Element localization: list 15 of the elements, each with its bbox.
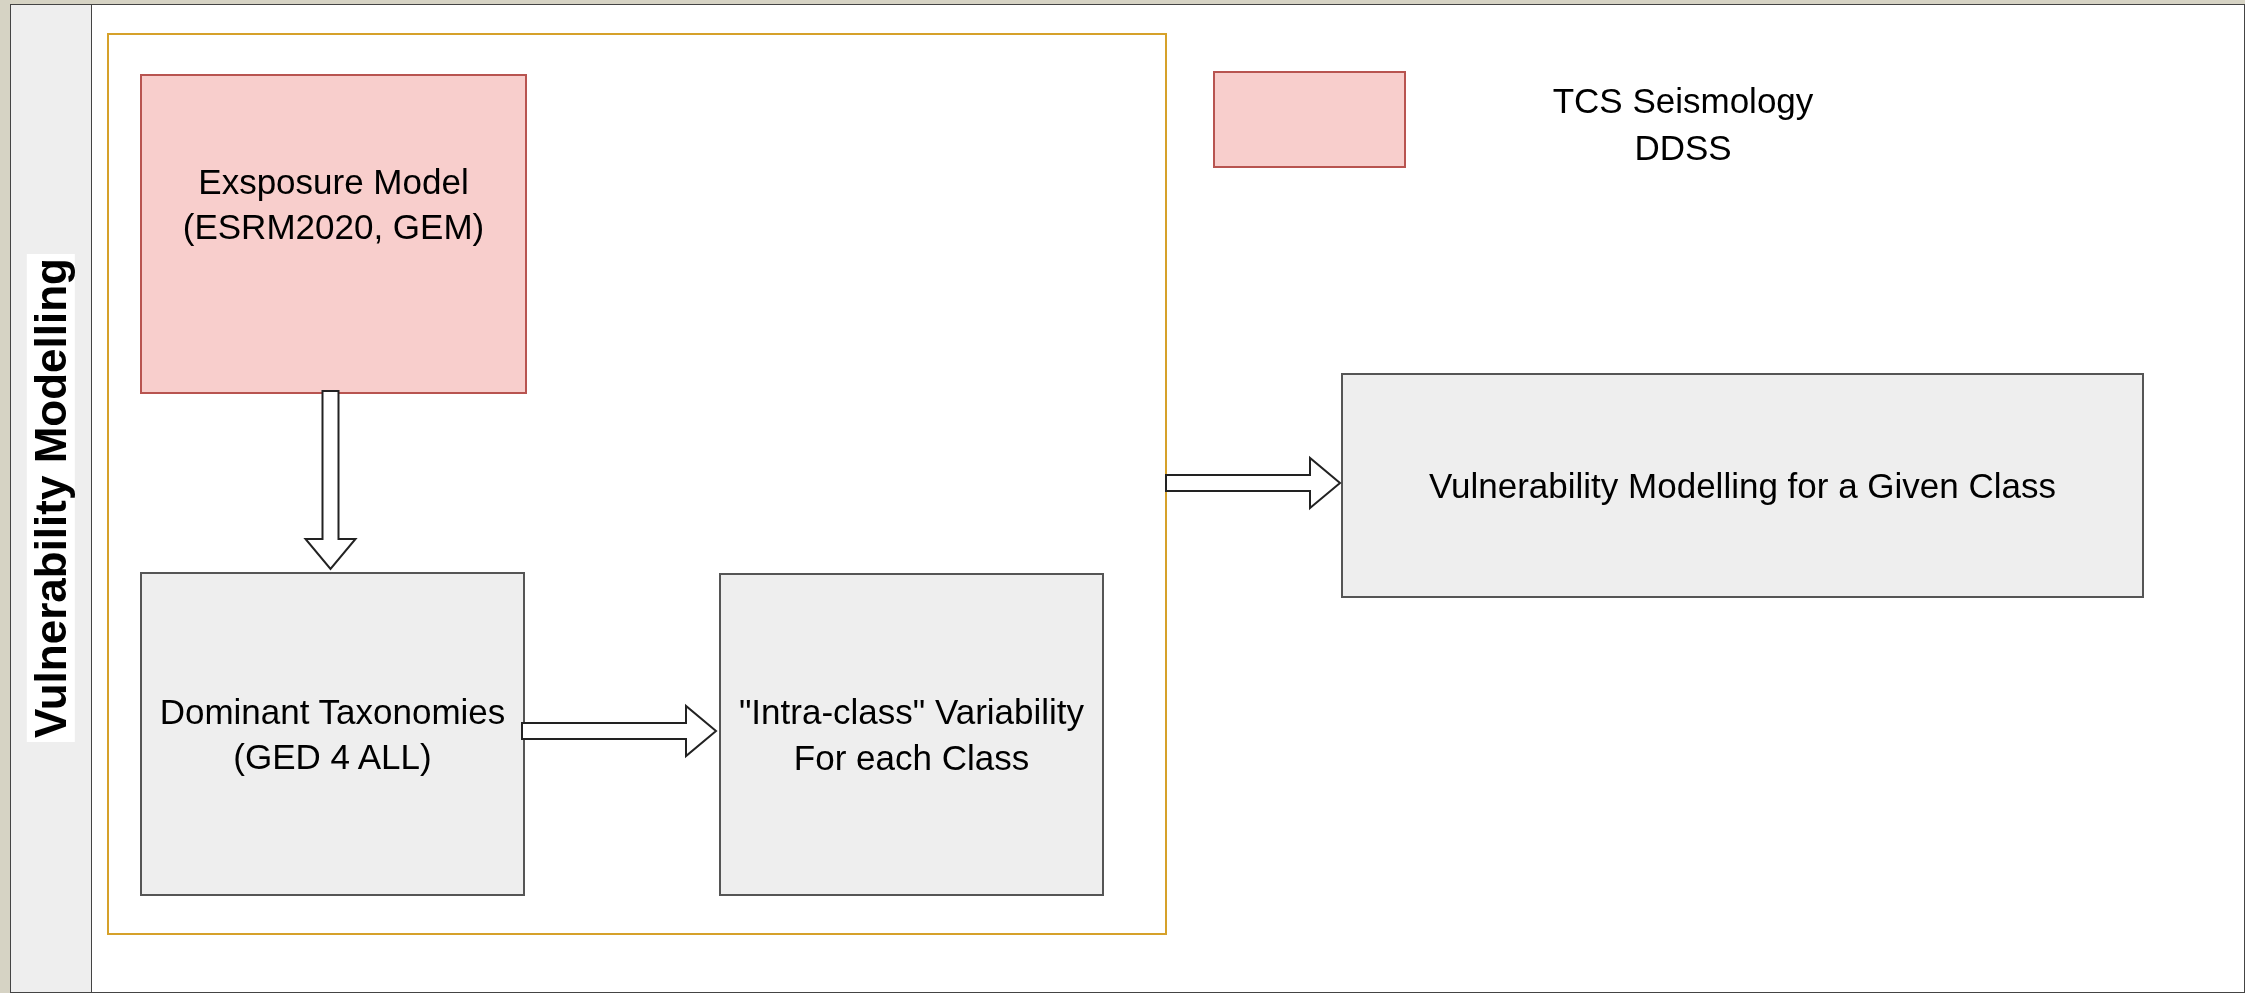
process-box [719,573,1104,896]
box-label: Vulnerability Modelling for a Given Class [1428,464,2056,507]
legend-label: TCS Seismology DDSS [1551,80,1815,170]
process-box [1341,373,2144,598]
box-label: "Intra-class" Variability For each Class [737,691,1086,779]
process-box [140,74,527,394]
swimlane [10,4,2245,993]
block-arrow [303,390,358,571]
box-label: Exsposure Model (ESRM2020, GEM) [181,160,486,248]
group-frame [107,33,1167,935]
block-arrow [521,703,718,759]
lane-title: Vulnerability Modelling [26,254,76,742]
block-arrow [1165,455,1342,511]
box-label: Dominant Taxonomies (GED 4 ALL) [158,690,507,778]
process-box [140,572,525,896]
